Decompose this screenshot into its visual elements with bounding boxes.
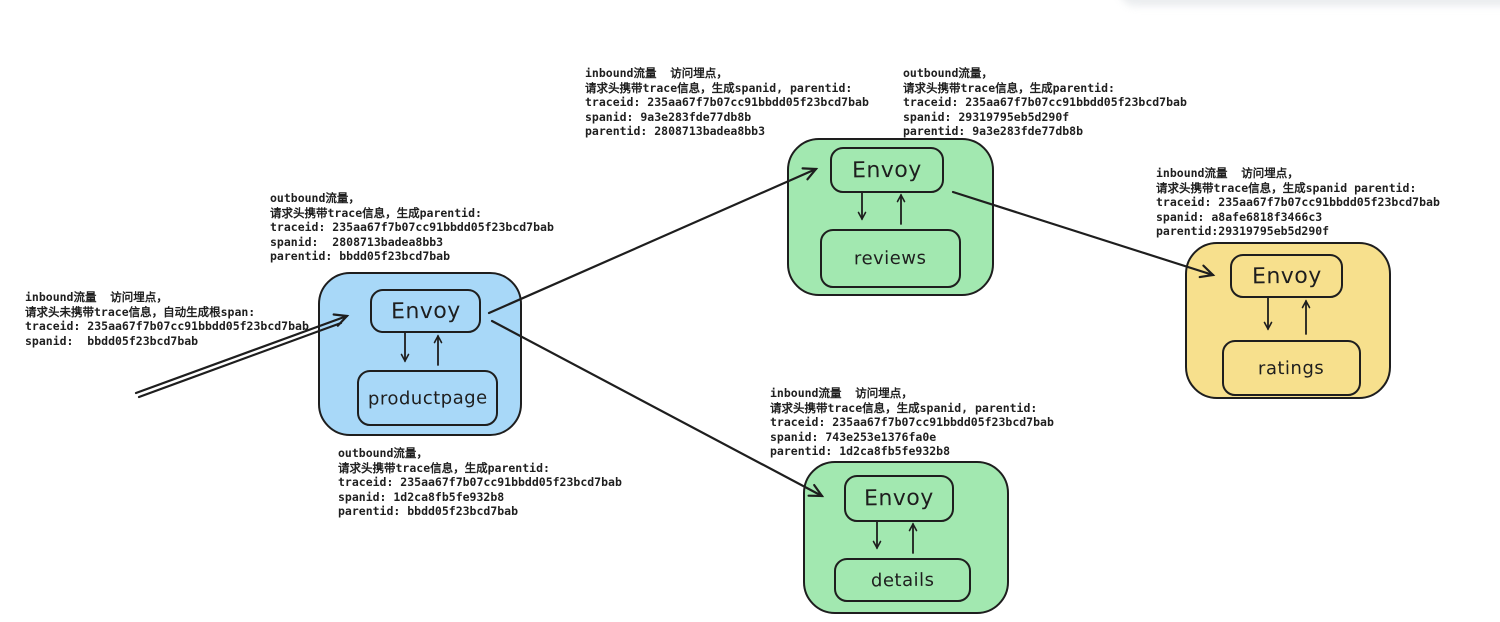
annotation-reviews-inbound: inbound流量 访问埋点， 请求头携带trace信息，生成spanid, p… <box>585 66 869 138</box>
ratings-envoy-label: Envoy <box>1251 263 1322 289</box>
productpage-service-label: productpage <box>367 386 488 410</box>
annotation-details-inbound: inbound流量 访问埋点， 请求头携带trace信息，生成spanid, p… <box>770 386 1054 458</box>
annotation-root-inbound: inbound流量 访问埋点， 请求头未携带trace信息，自动生成根span:… <box>25 290 309 348</box>
annotation-reviews-outbound: outbound流量， 请求头携带trace信息，生成parentid: tra… <box>903 66 1187 138</box>
productpage-envoy-label: Envoy <box>390 298 461 324</box>
reviews-envoy-box: Envoy <box>830 147 944 193</box>
ratings-envoy-box: Envoy <box>1230 254 1343 298</box>
ratings-service-box: ratings <box>1222 340 1361 396</box>
annotation-details-outbound: outbound流量， 请求头携带trace信息，生成parentid: tra… <box>338 446 622 518</box>
details-envoy-box: Envoy <box>844 475 954 522</box>
node-ratings: Envoy ratings <box>1185 242 1391 399</box>
details-service-box: details <box>834 558 971 602</box>
reviews-service-box: reviews <box>820 229 961 288</box>
window-top-shadow <box>1120 0 1500 6</box>
productpage-service-box: productpage <box>357 370 498 426</box>
details-service-label: details <box>870 569 935 591</box>
reviews-service-label: reviews <box>854 247 927 270</box>
node-productpage: Envoy productpage <box>318 272 522 436</box>
annotation-ratings-inbound: inbound流量 访问埋点， 请求头携带trace信息，生成spanid pa… <box>1156 166 1440 238</box>
ratings-service-label: ratings <box>1258 357 1325 379</box>
node-details: Envoy details <box>803 461 1009 614</box>
details-envoy-label: Envoy <box>863 485 935 512</box>
node-reviews: Envoy reviews <box>787 138 994 296</box>
productpage-envoy-box: Envoy <box>370 289 481 333</box>
reviews-envoy-label: Envoy <box>851 157 923 183</box>
annotation-productpage-outbound: outbound流量， 请求头携带trace信息，生成parentid: tra… <box>270 191 554 263</box>
